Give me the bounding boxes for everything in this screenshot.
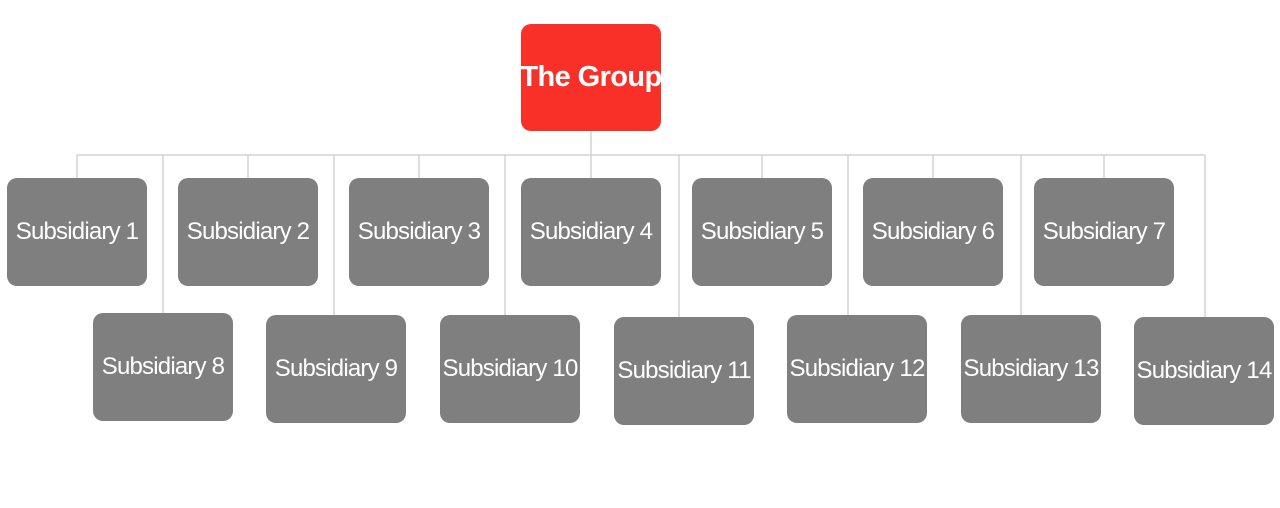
- subsidiary-node-12: Subsidiary 12: [787, 315, 927, 423]
- subsidiary-node-8: Subsidiary 8: [93, 313, 233, 421]
- subsidiary-node-10: Subsidiary 10: [440, 315, 580, 423]
- subsidiary-node-11: Subsidiary 11: [614, 317, 754, 425]
- subsidiary-node-6: Subsidiary 6: [863, 178, 1003, 286]
- subsidiary-node-1: Subsidiary 1: [7, 178, 147, 286]
- root-node: The Group: [520, 24, 662, 131]
- subsidiary-node-3: Subsidiary 3: [349, 178, 489, 286]
- subsidiary-node-7: Subsidiary 7: [1034, 178, 1174, 286]
- subsidiary-node-5: Subsidiary 5: [692, 178, 832, 286]
- subsidiary-node-13: Subsidiary 13: [961, 315, 1101, 423]
- subsidiary-node-2: Subsidiary 2: [178, 178, 318, 286]
- subsidiary-node-4: Subsidiary 4: [521, 178, 661, 286]
- subsidiary-node-14: Subsidiary 14: [1134, 317, 1274, 425]
- subsidiary-node-9: Subsidiary 9: [266, 315, 406, 423]
